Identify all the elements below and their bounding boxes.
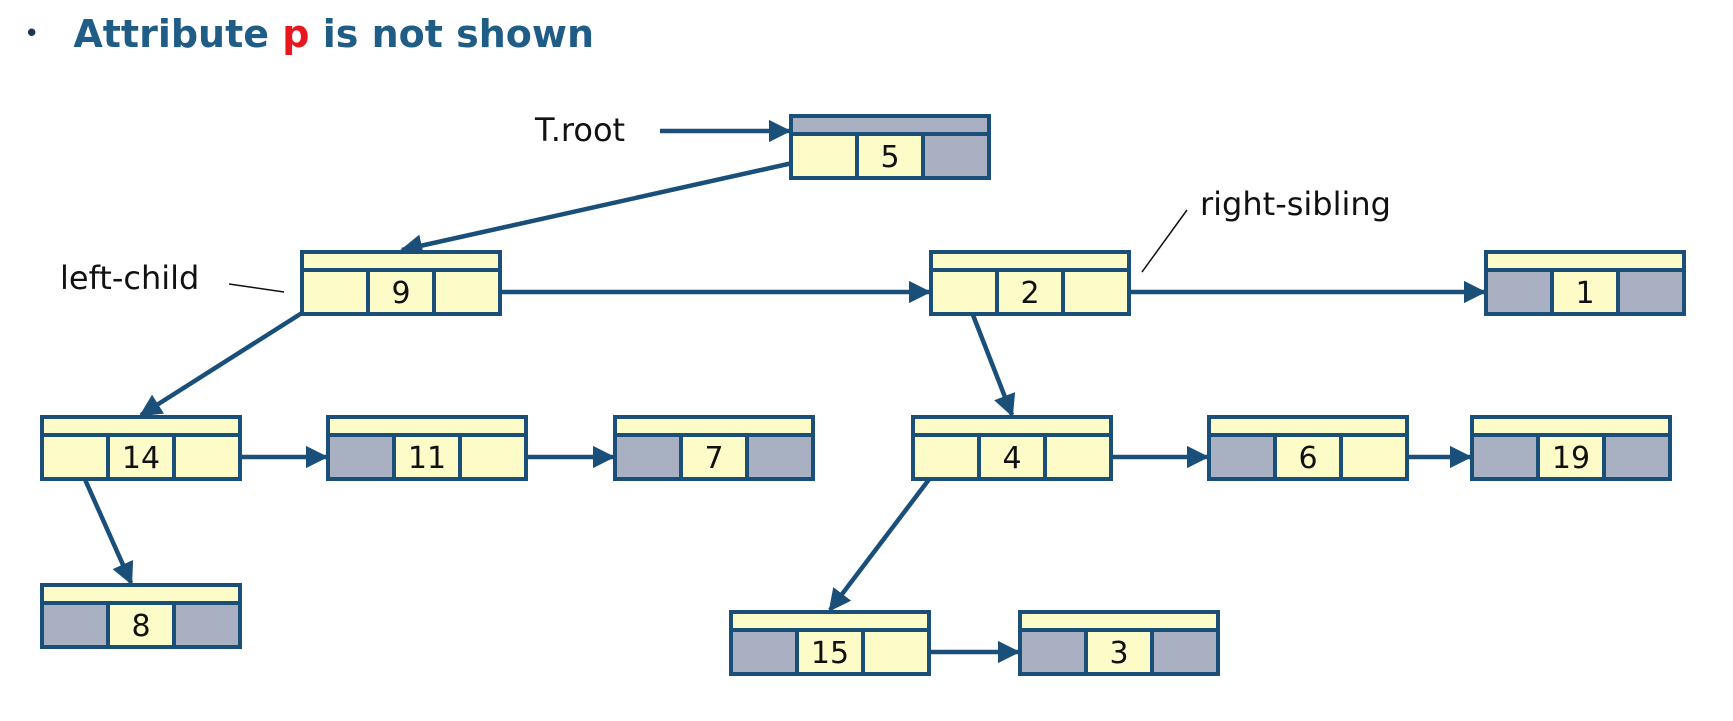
parent-cell — [1484, 250, 1686, 272]
left-child-label: left-child — [60, 259, 199, 297]
left-child-cell — [1018, 628, 1088, 676]
tree-node: 4 — [911, 415, 1113, 481]
left-child-cell — [1484, 268, 1554, 316]
root-label: T.root — [534, 111, 625, 149]
node-key: 3 — [1109, 636, 1128, 671]
left-child-leader — [228, 283, 285, 293]
node-key: 11 — [408, 441, 446, 476]
node-key: 4 — [1002, 441, 1021, 476]
parent-cell — [929, 250, 1131, 272]
tree-node: 14 — [40, 415, 242, 481]
node-key: 2 — [1020, 276, 1039, 311]
heading-prefix: Attribute — [73, 12, 283, 56]
right-sibling-leader — [1141, 209, 1188, 273]
left-child-cell — [789, 132, 859, 180]
node-key: 19 — [1552, 441, 1590, 476]
parent-cell — [1207, 415, 1409, 437]
tree-node: 6 — [1207, 415, 1409, 481]
tree-node: 7 — [613, 415, 815, 481]
tree-node: 5 — [789, 114, 991, 180]
left-child-cell — [1207, 433, 1277, 481]
right-sibling-cell — [172, 601, 242, 649]
tree-node: 11 — [326, 415, 528, 481]
key-cell — [1550, 268, 1620, 316]
key-cell — [106, 601, 176, 649]
left-child-cell — [40, 601, 110, 649]
left-child-cell — [40, 433, 110, 481]
tree-node: 8 — [40, 583, 242, 649]
right-sibling-cell — [745, 433, 815, 481]
key-cell — [392, 433, 462, 481]
right-sibling-label: right-sibling — [1200, 185, 1391, 223]
right-sibling-cell — [172, 433, 242, 481]
parent-cell — [789, 114, 991, 136]
key-cell — [1084, 628, 1154, 676]
nodes: 5 9 2 1 14 11 7 4 6 19 8 15 3 — [40, 114, 1686, 676]
left-child-cell — [300, 268, 370, 316]
node-key: 7 — [704, 441, 723, 476]
heading-suffix: is not shown — [309, 12, 595, 56]
right-sibling-cell — [1339, 433, 1409, 481]
left-child-cell — [929, 268, 999, 316]
heading: • Attribute p is not shown — [24, 12, 594, 56]
right-sibling-cell — [432, 268, 502, 316]
key-cell — [995, 268, 1065, 316]
tree-node: 9 — [300, 250, 502, 316]
key-cell — [795, 628, 865, 676]
tree-node: 15 — [729, 610, 931, 676]
key-cell — [1273, 433, 1343, 481]
node-key: 15 — [811, 636, 849, 671]
right-sibling-cell — [861, 628, 931, 676]
left-child-cell — [326, 433, 396, 481]
annotations: T.root left-child right-sibling — [60, 111, 1391, 297]
left-child-cell — [1470, 433, 1540, 481]
parent-cell — [1018, 610, 1220, 632]
right-sibling-cell — [1616, 268, 1686, 316]
parent-cell — [326, 415, 528, 437]
right-sibling-cell — [1602, 433, 1672, 481]
parent-cell — [40, 583, 242, 605]
parent-cell — [729, 610, 931, 632]
key-cell — [679, 433, 749, 481]
node-key: 14 — [122, 441, 160, 476]
left-child-pointer — [399, 153, 825, 257]
node-key: 6 — [1298, 441, 1317, 476]
right-sibling-cell — [1150, 628, 1220, 676]
right-sibling-cell — [458, 433, 528, 481]
tree-node: 19 — [1470, 415, 1672, 481]
parent-cell — [40, 415, 242, 437]
key-cell — [977, 433, 1047, 481]
left-child-cell — [613, 433, 683, 481]
node-key: 1 — [1575, 276, 1594, 311]
key-cell — [855, 132, 925, 180]
left-child-cell — [911, 433, 981, 481]
parent-cell — [613, 415, 815, 437]
bullet-icon: • — [24, 19, 40, 49]
right-sibling-cell — [1061, 268, 1131, 316]
left-child-cell — [729, 628, 799, 676]
tree-node: 2 — [929, 250, 1131, 316]
node-key: 9 — [391, 276, 410, 311]
heading-accent: p — [282, 12, 310, 56]
tree-node: 3 — [1018, 610, 1220, 676]
left-child-pointer — [828, 455, 948, 612]
parent-cell — [1470, 415, 1672, 437]
parent-cell — [911, 415, 1113, 437]
parent-cell — [300, 250, 502, 272]
right-sibling-cell — [1043, 433, 1113, 481]
node-key: 8 — [131, 609, 150, 644]
tree-node: 1 — [1484, 250, 1686, 316]
node-key: 5 — [880, 140, 899, 175]
right-sibling-cell — [921, 132, 991, 180]
